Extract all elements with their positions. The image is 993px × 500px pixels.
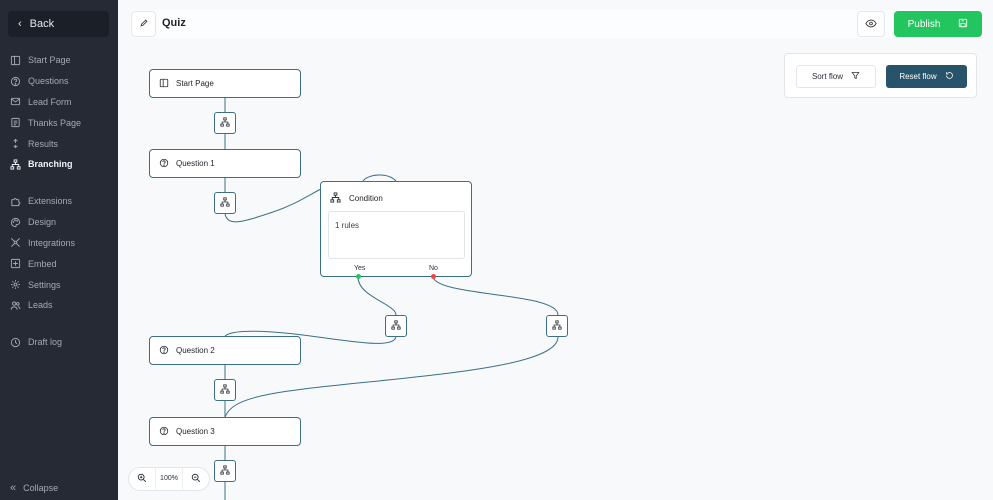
page-title: Quiz <box>162 17 186 29</box>
node-question-2[interactable]: Question 2 <box>149 336 301 365</box>
add-branch-button[interactable] <box>385 315 407 337</box>
add-branch-button[interactable] <box>214 112 236 134</box>
edge-branch-q2 <box>224 330 397 344</box>
edge-yes-branch <box>357 276 397 316</box>
yes-port-label: Yes <box>354 265 366 272</box>
zoom-controls: 100% <box>128 467 210 491</box>
edge-branch-q3 <box>224 336 559 418</box>
double-chevron-left-icon: « <box>10 482 17 494</box>
edge-condition-loop <box>362 174 397 182</box>
chevron-left-icon: ‹ <box>18 18 22 30</box>
sidebar-nav-primary: Start Page Questions Lead Form Thanks Pa… <box>0 50 118 175</box>
node-question-1[interactable]: Question 1 <box>149 149 301 178</box>
branching-icon <box>220 381 230 399</box>
edit-title-button[interactable] <box>131 11 156 37</box>
reset-flow-button[interactable]: Reset flow <box>886 65 967 88</box>
node-question-3[interactable]: Question 3 <box>149 417 301 446</box>
document-icon <box>10 117 21 128</box>
save-icon <box>958 18 968 31</box>
zoom-in-icon <box>137 470 147 488</box>
branching-icon <box>391 317 401 335</box>
node-condition[interactable]: Condition 1 rules Yes No <box>320 181 472 279</box>
zoom-in-button[interactable] <box>129 468 155 490</box>
sidebar-item-lead-form[interactable]: Lead Form <box>0 92 118 113</box>
sidebar-item-embed[interactable]: Embed <box>0 253 118 274</box>
question-circle-icon <box>159 158 169 170</box>
branching-icon <box>330 192 341 205</box>
lead-form-icon <box>10 96 21 107</box>
sidebar-item-branching[interactable]: Branching <box>0 154 118 175</box>
add-branch-button[interactable] <box>214 379 236 401</box>
no-port[interactable] <box>431 274 436 279</box>
clock-icon <box>10 337 21 348</box>
users-icon <box>10 300 21 311</box>
condition-rules[interactable]: 1 rules <box>328 211 465 259</box>
flow-controls-panel: Sort flow Reset flow <box>784 53 977 98</box>
puzzle-icon <box>10 196 21 207</box>
no-port-label: No <box>429 265 438 272</box>
zoom-out-icon <box>191 470 201 488</box>
page-layout-icon <box>159 78 169 90</box>
gear-icon <box>10 279 21 290</box>
branching-icon <box>220 114 230 132</box>
sidebar-item-design[interactable]: Design <box>0 212 118 233</box>
sidebar-item-leads[interactable]: Leads <box>0 295 118 316</box>
node-start-page[interactable]: Start Page <box>149 69 301 98</box>
sidebar: ‹ Back Start Page Questions Lead Form Th… <box>0 0 118 500</box>
question-circle-icon <box>159 426 169 438</box>
eye-icon <box>865 15 877 33</box>
sidebar-item-thanks-page[interactable]: Thanks Page <box>0 112 118 133</box>
palette-icon <box>10 217 21 228</box>
branching-icon <box>10 159 21 170</box>
add-branch-button[interactable] <box>546 315 568 337</box>
sidebar-item-questions[interactable]: Questions <box>0 71 118 92</box>
top-bar: Quiz Publish <box>130 10 983 38</box>
publish-button[interactable]: Publish <box>894 11 982 37</box>
zoom-out-button[interactable] <box>183 468 209 490</box>
edge-branch-condition <box>224 183 334 223</box>
pencil-icon <box>139 15 149 33</box>
page-layout-icon <box>10 55 21 66</box>
sidebar-item-extensions[interactable]: Extensions <box>0 191 118 212</box>
sidebar-nav-tertiary: Draft log <box>0 332 118 353</box>
branching-icon <box>220 462 230 480</box>
add-branch-button[interactable] <box>214 192 236 214</box>
condition-title: Condition <box>349 194 383 203</box>
yes-port[interactable] <box>356 274 361 279</box>
branching-icon <box>220 194 230 212</box>
sidebar-nav-secondary: Extensions Design Integrations Embed Set… <box>0 191 118 316</box>
condition-header: Condition <box>330 192 383 205</box>
zoom-level: 100% <box>155 468 183 490</box>
results-icon <box>10 138 21 149</box>
sort-flow-button[interactable]: Sort flow <box>796 65 876 88</box>
back-label: Back <box>29 18 55 30</box>
sidebar-item-integrations[interactable]: Integrations <box>0 233 118 254</box>
preview-button[interactable] <box>857 11 885 37</box>
edge-no-branch <box>432 276 559 316</box>
filter-icon <box>851 71 860 82</box>
sidebar-item-start-page[interactable]: Start Page <box>0 50 118 71</box>
refresh-icon <box>945 71 954 82</box>
flow-canvas[interactable]: Start Page Question 1 Condition 1 rules … <box>118 42 993 500</box>
add-branch-button[interactable] <box>214 460 236 482</box>
sidebar-item-draft-log[interactable]: Draft log <box>0 332 118 353</box>
collapse-button[interactable]: « Collapse <box>10 482 59 494</box>
sidebar-item-results[interactable]: Results <box>0 133 118 154</box>
branching-icon <box>552 317 562 335</box>
question-circle-icon <box>10 76 21 87</box>
question-circle-icon <box>159 345 169 357</box>
sidebar-item-settings[interactable]: Settings <box>0 274 118 295</box>
integrations-icon <box>10 237 21 248</box>
embed-icon <box>10 258 21 269</box>
back-button[interactable]: ‹ Back <box>8 11 109 37</box>
